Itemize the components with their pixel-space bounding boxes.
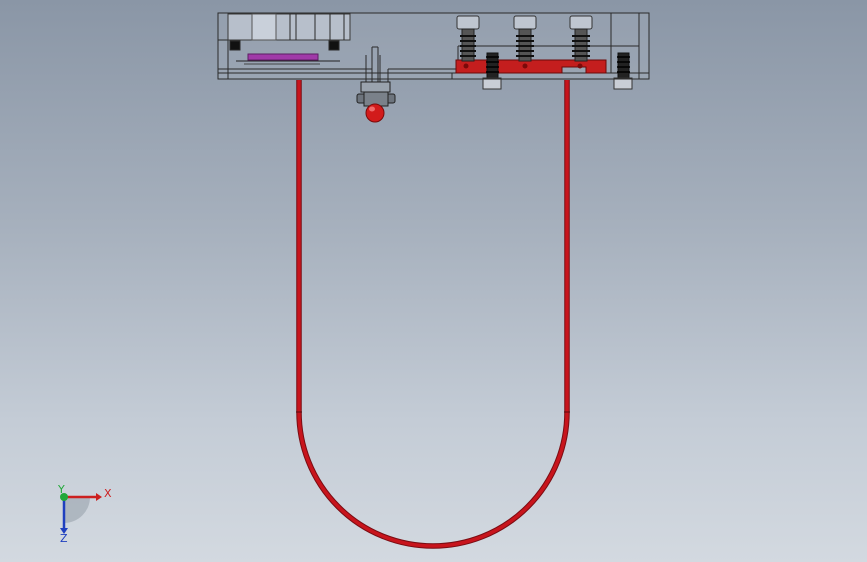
y-axis-dot [60, 493, 68, 501]
orientation-triad: X Y Z [57, 483, 112, 545]
y-axis-label: Y [57, 483, 65, 496]
bolt-right [613, 52, 633, 90]
sensor-pad [236, 53, 340, 65]
fan-block [227, 13, 351, 41]
screw-1 [456, 15, 480, 62]
bolt-left [482, 52, 502, 90]
x-axis-label: X [104, 487, 112, 500]
screw-3 [569, 15, 593, 62]
housing-assembly[interactable] [217, 12, 650, 90]
probe-tube [365, 46, 389, 82]
screw-2 [513, 15, 537, 62]
led-connector[interactable] [356, 81, 396, 123]
cable-loop[interactable] [296, 80, 570, 549]
z-axis-label: Z [60, 532, 68, 545]
